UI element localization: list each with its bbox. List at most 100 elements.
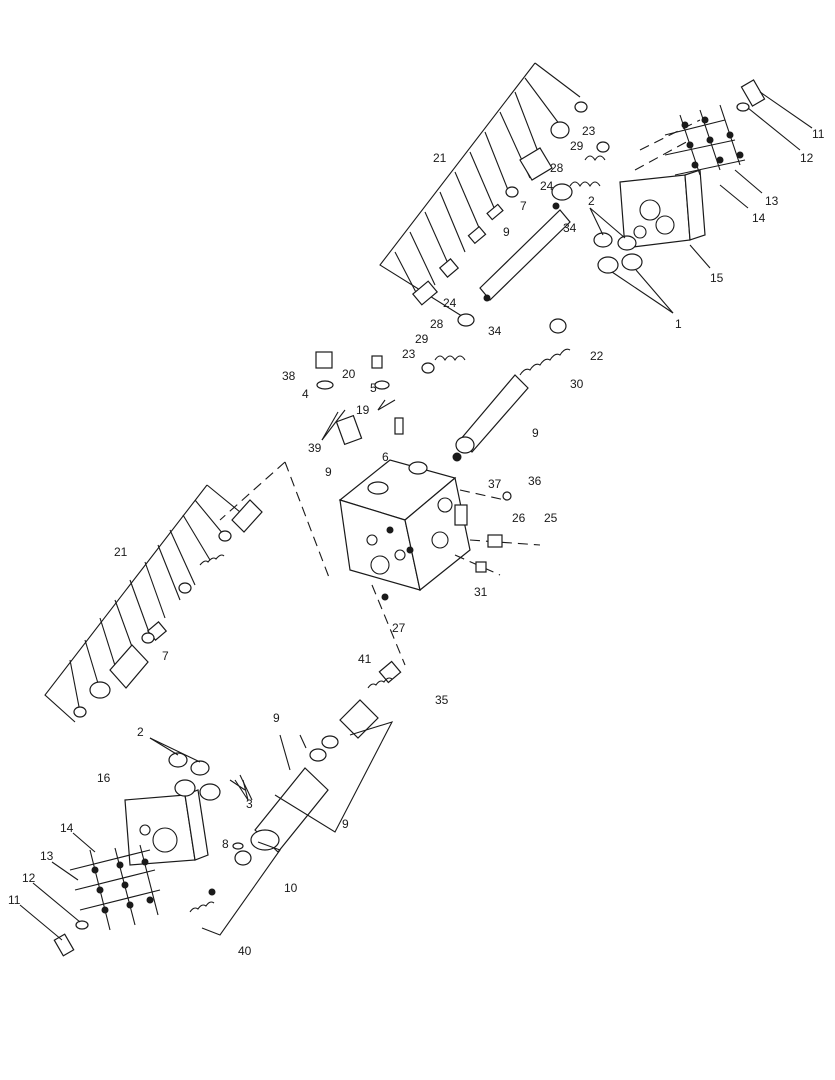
callout-12: 12 [800, 151, 814, 165]
callout-20: 20 [342, 367, 356, 381]
leader-12 [32, 882, 81, 923]
o-ring-4 [316, 380, 334, 390]
cover-plate-15-side [684, 169, 706, 241]
o-ring-2 [168, 752, 188, 768]
callout-38: 38 [282, 369, 296, 383]
callout-10: 10 [284, 881, 298, 895]
poppet [467, 225, 487, 245]
top-fittings [315, 351, 404, 446]
sleeve [109, 644, 149, 689]
bolt-lattice-top [634, 104, 746, 176]
callout-9: 9 [273, 711, 280, 725]
callout-9: 9 [325, 465, 332, 479]
nut-36 [502, 491, 512, 501]
port [367, 481, 389, 495]
callout-29: 29 [415, 332, 429, 346]
callout-5: 5 [370, 381, 377, 395]
leader-12 [747, 107, 801, 151]
lower-spool-assembly [250, 660, 402, 853]
bolt-11 [53, 933, 75, 957]
cover-plate-port [655, 215, 675, 235]
callout-13: 13 [40, 849, 54, 863]
callout-31: 31 [474, 585, 488, 599]
callout-36: 36 [528, 474, 542, 488]
leader-14 [719, 184, 749, 209]
o-ring-1 [174, 779, 196, 797]
spring-28 [569, 181, 601, 188]
port [408, 461, 428, 475]
callout-30: 30 [570, 377, 584, 391]
callout-23: 23 [402, 347, 416, 361]
washer-12 [736, 102, 750, 112]
callout-27: 27 [392, 621, 406, 635]
callout-14: 14 [752, 211, 766, 225]
spring-28-29 [434, 355, 466, 362]
bracket-21-bottom [44, 484, 208, 723]
callout-24: 24 [540, 179, 554, 193]
callout-12: 12 [22, 871, 36, 885]
bolt-lattice-bottom [69, 844, 161, 931]
bottom-small-parts [189, 774, 281, 936]
assembly-dash-lines [219, 461, 541, 666]
o-ring-2 [190, 760, 210, 776]
callout-11: 11 [812, 127, 825, 141]
callout-39: 39 [308, 441, 322, 455]
leader-15 [689, 244, 711, 269]
cap-23 [596, 141, 610, 153]
cover-plate-port [633, 225, 647, 239]
o-ring-5 [374, 380, 390, 390]
cap [231, 499, 263, 533]
top-parts-bracket-21 [379, 62, 588, 319]
o-ring-1 [621, 253, 643, 271]
callout-4: 4 [302, 387, 309, 401]
callout-35: 35 [435, 693, 449, 707]
callout-29: 29 [570, 139, 584, 153]
plug [574, 101, 588, 113]
bracket-9-lower [274, 721, 394, 833]
spring-40 [189, 901, 215, 913]
cover-plate-port [639, 199, 661, 221]
bracket-10 [201, 841, 281, 936]
callout-13: 13 [765, 194, 779, 208]
washer-24 [551, 183, 573, 201]
callout-labels: 11 12 13 14 15 1 2 21 7 23 29 28 24 34 9… [8, 124, 825, 958]
leader-13 [51, 861, 79, 881]
o-ring-1 [199, 783, 221, 801]
callout-22: 22 [590, 349, 604, 363]
callout-7: 7 [162, 649, 169, 663]
spool-end [455, 436, 475, 454]
left-parts-bracket-21 [44, 484, 263, 723]
leader-14 [72, 832, 96, 853]
cap-23 [421, 362, 435, 374]
valve-body-boss [454, 504, 468, 526]
spring-seat [550, 121, 570, 139]
callout-37: 37 [488, 477, 502, 491]
valve-body [338, 459, 471, 592]
spring [199, 554, 225, 566]
fitting-35 [378, 660, 402, 684]
callout-16: 16 [97, 771, 111, 785]
fitting-8 [234, 850, 252, 866]
callout-9: 9 [503, 225, 510, 239]
fitting-20 [371, 355, 383, 369]
callout-28: 28 [430, 317, 444, 331]
callout-9: 9 [532, 426, 539, 440]
middle-spool-assembly [452, 318, 571, 501]
plug-26 [487, 534, 503, 548]
callout-25: 25 [544, 511, 558, 525]
callout-34: 34 [488, 324, 502, 338]
washer-24 [457, 313, 475, 327]
callout-26: 26 [512, 511, 526, 525]
callout-3: 3 [246, 797, 253, 811]
callout-2: 2 [137, 725, 144, 739]
callout-11: 11 [8, 893, 21, 907]
o-ring-1 [597, 256, 619, 274]
callout-7: 7 [520, 199, 527, 213]
plug-27 [381, 593, 389, 601]
bolt-11 [740, 79, 766, 107]
relief-valve-39 [335, 414, 363, 446]
callout-23: 23 [582, 124, 596, 138]
callout-8: 8 [222, 837, 229, 851]
o-ring-2 [617, 235, 637, 251]
valve-body-side [404, 476, 471, 592]
